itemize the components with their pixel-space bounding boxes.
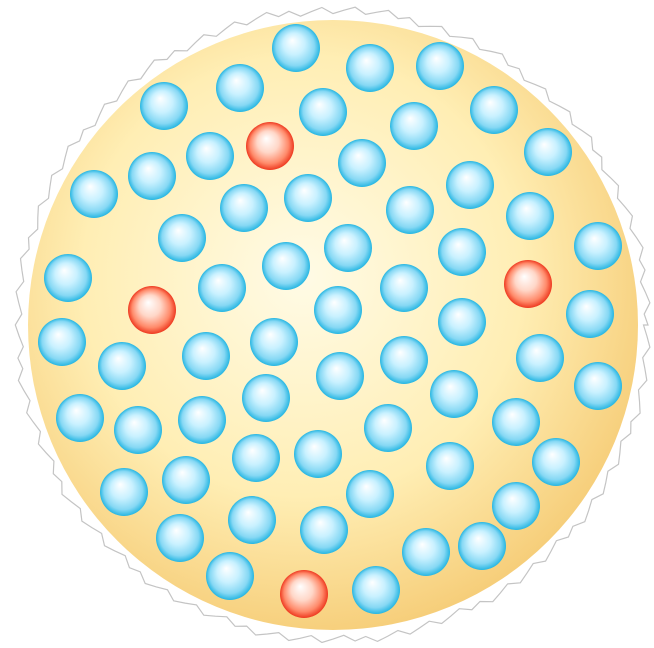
blue-sphere (380, 336, 428, 384)
blue-sphere (516, 334, 564, 382)
blue-sphere (316, 352, 364, 400)
blue-sphere (430, 370, 478, 418)
blue-sphere (140, 82, 188, 130)
blue-sphere (262, 242, 310, 290)
blue-sphere (324, 224, 372, 272)
blue-sphere (426, 442, 474, 490)
blue-sphere (128, 152, 176, 200)
blue-sphere (314, 286, 362, 334)
blue-sphere (56, 394, 104, 442)
blue-sphere (206, 552, 254, 600)
blue-sphere (242, 374, 290, 422)
blue-sphere (186, 132, 234, 180)
blue-sphere (438, 298, 486, 346)
blue-sphere (158, 214, 206, 262)
blue-sphere (98, 342, 146, 390)
blue-sphere (574, 362, 622, 410)
blue-sphere (524, 128, 572, 176)
blue-sphere (299, 88, 347, 136)
blue-sphere (228, 496, 276, 544)
red-sphere (504, 260, 552, 308)
blue-sphere (458, 522, 506, 570)
blue-sphere (506, 192, 554, 240)
blue-sphere (182, 332, 230, 380)
blue-sphere (216, 64, 264, 112)
blue-sphere (446, 161, 494, 209)
red-sphere (246, 122, 294, 170)
red-sphere (280, 570, 328, 618)
blue-sphere (100, 468, 148, 516)
blue-sphere (352, 566, 400, 614)
blue-sphere (294, 430, 342, 478)
blue-sphere (574, 222, 622, 270)
blue-sphere (70, 170, 118, 218)
blue-sphere (232, 434, 280, 482)
blue-sphere (416, 42, 464, 90)
blue-sphere (346, 470, 394, 518)
blue-sphere (220, 184, 268, 232)
blue-sphere (38, 318, 86, 366)
blue-sphere (114, 406, 162, 454)
blue-sphere (390, 102, 438, 150)
blue-sphere (300, 506, 348, 554)
blue-sphere (156, 514, 204, 562)
blue-sphere (250, 318, 298, 366)
blue-sphere (492, 482, 540, 530)
blue-sphere (346, 44, 394, 92)
blue-sphere (532, 438, 580, 486)
blue-sphere (380, 264, 428, 312)
blue-sphere (284, 174, 332, 222)
blue-sphere (386, 186, 434, 234)
blue-sphere (402, 528, 450, 576)
blue-sphere (338, 139, 386, 187)
blue-sphere (44, 254, 92, 302)
blue-sphere (470, 86, 518, 134)
blue-sphere (438, 228, 486, 276)
blue-sphere (272, 24, 320, 72)
blue-sphere (198, 264, 246, 312)
blue-sphere (364, 404, 412, 452)
blue-sphere (178, 396, 226, 444)
blue-sphere (566, 290, 614, 338)
blue-sphere (162, 456, 210, 504)
red-sphere (128, 286, 176, 334)
blue-sphere (492, 398, 540, 446)
